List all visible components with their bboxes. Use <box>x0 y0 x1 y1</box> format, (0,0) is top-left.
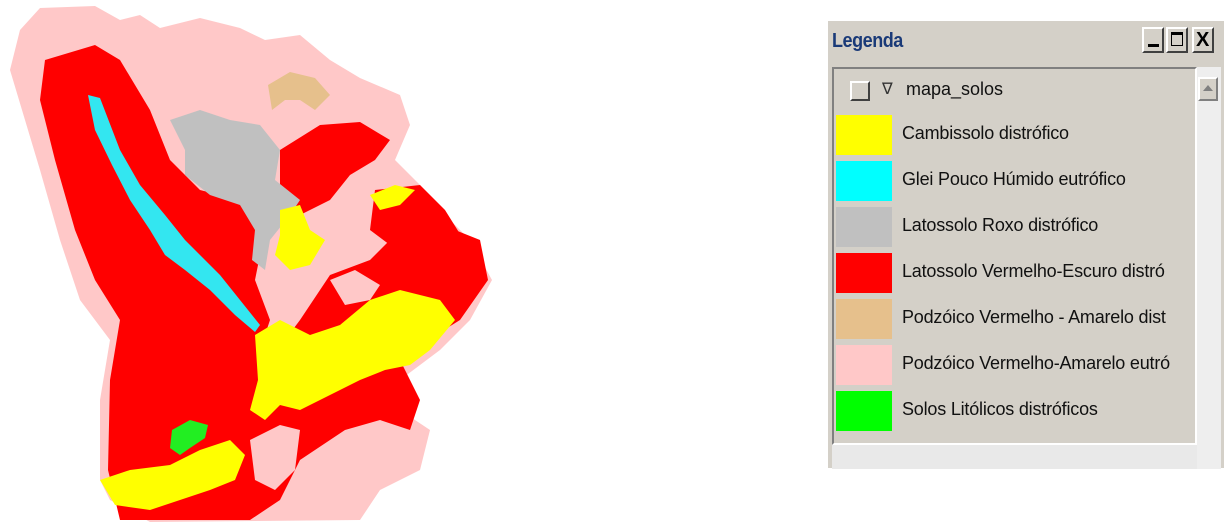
map-region-cambissolo-north <box>275 205 325 270</box>
map-region-latossolo-vermelho-east <box>370 185 480 310</box>
close-icon: X <box>1196 29 1210 51</box>
legend-item: Podzóico Vermelho - Amarelo dist <box>834 297 1195 341</box>
map-region-cambissolo-center <box>250 290 455 420</box>
legend-window: Legenda X ∇ mapa_solos Cambissolo distró… <box>826 20 1224 469</box>
legend-swatch <box>836 115 892 155</box>
collapse-toggle-icon[interactable]: ∇ <box>882 81 893 98</box>
legend-title: Legenda <box>832 30 903 52</box>
legend-item-label: Latossolo Vermelho-Escuro distró <box>902 261 1165 281</box>
legend-item-label: Latossolo Roxo distrófico <box>902 215 1099 235</box>
legend-item: Glei Pouco Húmido eutrófico <box>834 159 1195 203</box>
minimize-button[interactable] <box>1142 27 1164 53</box>
legend-swatch <box>836 299 892 339</box>
maximize-icon <box>1171 32 1183 46</box>
legend-swatch <box>836 391 892 431</box>
legend-item-label: Glei Pouco Húmido eutrófico <box>902 169 1126 189</box>
legend-item-label: Cambissolo distrófico <box>902 123 1069 143</box>
legend-item-label: Podzóico Vermelho - Amarelo dist <box>902 307 1166 327</box>
map-region-podzolico-eutrofico-east <box>330 270 380 305</box>
legend-item: Solos Litólicos distróficos <box>834 389 1195 433</box>
map-region-glei <box>88 95 260 332</box>
maximize-button[interactable] <box>1166 27 1188 53</box>
legend-item: Latossolo Vermelho-Escuro distró <box>834 251 1195 295</box>
legend-item: Podzóico Vermelho-Amarelo eutró <box>834 343 1195 387</box>
legend-item: Latossolo Roxo distrófico <box>834 205 1195 249</box>
scroll-up-button[interactable] <box>1198 77 1218 101</box>
legend-footer <box>832 445 1197 469</box>
vertical-scrollbar[interactable] <box>1197 67 1221 469</box>
up-arrow-icon <box>1203 85 1213 91</box>
layer-name: mapa_solos <box>906 79 1004 99</box>
map-region-latossolo-roxo <box>170 110 300 270</box>
map-region-podzolico-distrofico <box>268 72 330 110</box>
soil-map <box>10 6 492 522</box>
layer-row[interactable]: ∇ mapa_solos <box>834 69 1195 113</box>
legend-titlebar[interactable]: Legenda X <box>828 21 1224 65</box>
map-region-cambissolo-east <box>370 185 415 210</box>
legend-swatch <box>836 253 892 293</box>
map-region-podzolico-eutrofico-south <box>250 425 300 490</box>
legend-item-label: Solos Litólicos distróficos <box>902 399 1098 419</box>
legend-swatch <box>836 161 892 201</box>
legend-list: ∇ mapa_solos Cambissolo distrófico Glei … <box>832 67 1197 445</box>
layer-visibility-checkbox[interactable] <box>850 81 870 101</box>
map-region-latossolo-vermelho <box>40 45 488 520</box>
minimize-icon <box>1148 44 1159 47</box>
legend-swatch <box>836 345 892 385</box>
map-region-cambissolo-south <box>100 440 245 510</box>
legend-item: Cambissolo distrófico <box>834 113 1195 157</box>
map-region-solos-litolicos <box>170 420 208 455</box>
map-region-latossolo-vermelho-north <box>280 122 390 215</box>
legend-swatch <box>836 207 892 247</box>
legend-item-label: Podzóico Vermelho-Amarelo eutró <box>902 353 1170 373</box>
close-button[interactable]: X <box>1192 27 1214 53</box>
